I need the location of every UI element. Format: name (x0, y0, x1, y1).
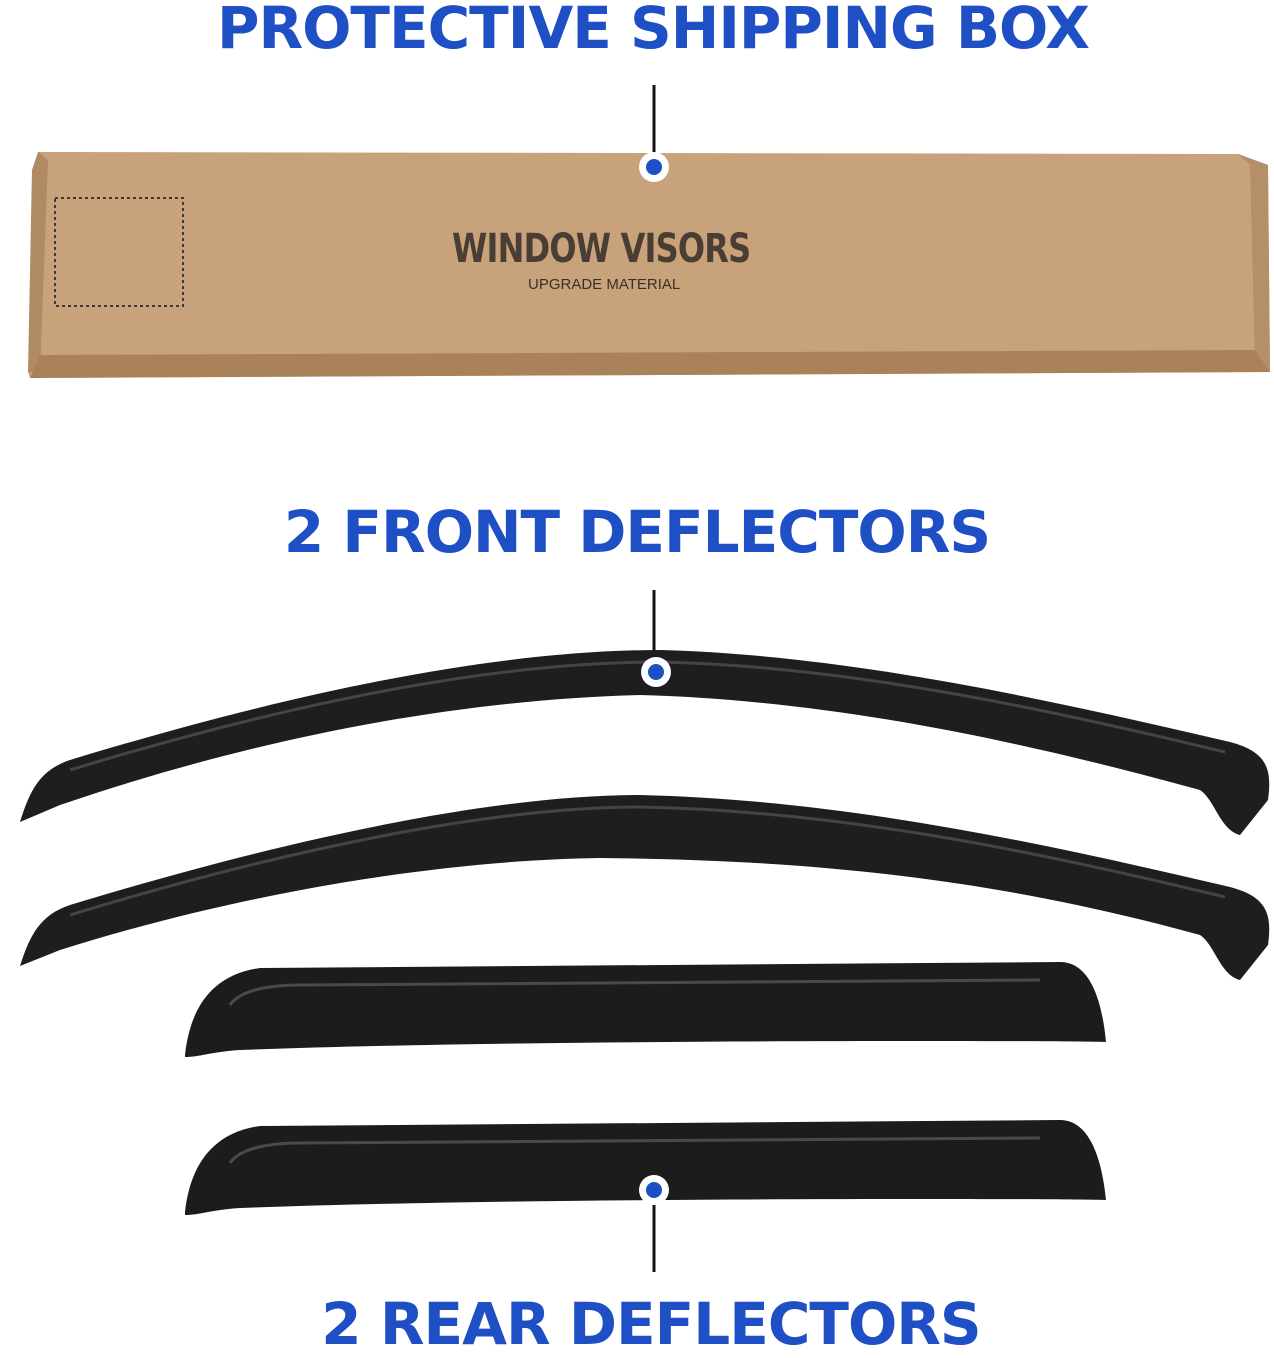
shipping-box (28, 152, 1270, 378)
box-print-title: WINDOW VISORS (452, 226, 751, 272)
rear-deflector-2 (185, 1120, 1106, 1215)
rear-deflector-1 (185, 962, 1106, 1057)
callout-dot-front (648, 664, 664, 680)
dotted-label-area (54, 197, 184, 307)
label-rear-deflectors: 2 REAR DEFLECTORS (321, 1290, 981, 1358)
box-print-subtitle: UPGRADE MATERIAL (528, 276, 681, 293)
label-front-deflectors: 2 FRONT DEFLECTORS (283, 498, 991, 566)
callout-dot-rear (646, 1182, 662, 1198)
front-deflector-2 (20, 795, 1270, 980)
label-shipping-box: PROTECTIVE SHIPPING BOX (216, 0, 1090, 62)
